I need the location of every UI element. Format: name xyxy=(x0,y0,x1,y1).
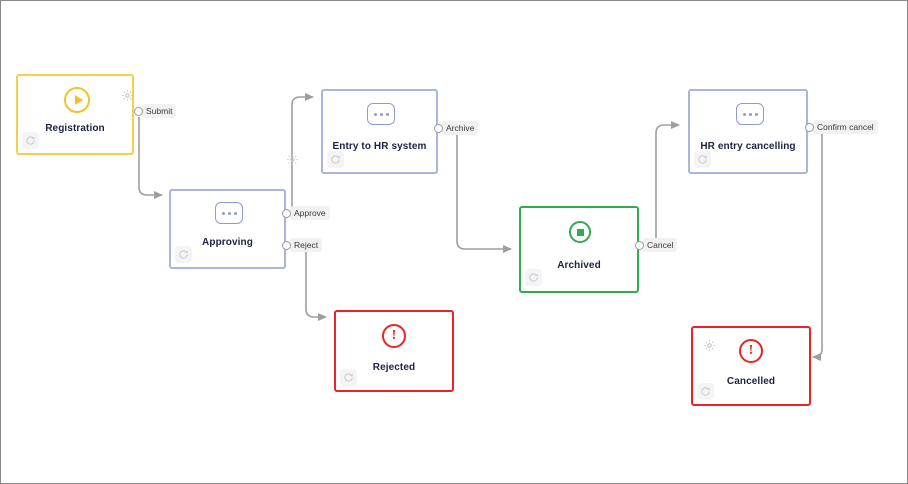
node-archived[interactable]: Archived xyxy=(519,206,640,297)
stop-icon xyxy=(569,221,591,243)
port-label-archive: Archive xyxy=(442,121,479,135)
edge-cancel-to-hr-cancelling xyxy=(655,121,680,245)
port-reject[interactable] xyxy=(282,241,291,250)
edge-confirm-cancel-to-cancelled xyxy=(812,131,823,361)
port-archive[interactable] xyxy=(434,124,443,133)
port-label-submit: Submit xyxy=(142,104,177,118)
gear-icon[interactable] xyxy=(703,339,716,352)
node-entry-to-hr-system[interactable]: Entry to HR system xyxy=(321,89,439,178)
dots-icon xyxy=(367,103,395,125)
port-label-cancel: Cancel xyxy=(643,238,678,252)
dots-icon xyxy=(215,202,243,224)
node-label: Registration xyxy=(45,123,105,134)
alert-icon: ! xyxy=(382,324,406,348)
node-label: Cancelled xyxy=(726,376,776,387)
node-hr-entry-cancelling[interactable]: HR entry cancelling xyxy=(688,89,809,178)
refresh-icon[interactable] xyxy=(340,369,357,386)
node-cancelled[interactable]: ! Cancelled xyxy=(691,326,812,410)
refresh-icon[interactable] xyxy=(175,246,192,263)
edge-reject-to-rejected xyxy=(305,246,327,321)
gear-icon[interactable] xyxy=(121,89,134,102)
port-label-approve: Approve xyxy=(290,206,330,220)
node-label: HR entry cancelling xyxy=(700,141,796,152)
play-icon xyxy=(64,87,90,113)
port-confirm-cancel[interactable] xyxy=(805,123,814,132)
port-cancel[interactable] xyxy=(635,241,644,250)
refresh-icon[interactable] xyxy=(525,269,542,286)
refresh-icon[interactable] xyxy=(327,151,344,168)
node-label: Approving xyxy=(202,237,253,248)
edge-archive-to-archived xyxy=(456,133,512,253)
node-approving[interactable]: Approving xyxy=(169,189,287,273)
node-label: Rejected xyxy=(372,362,416,373)
port-label-reject: Reject xyxy=(290,238,323,252)
port-label-confirm-cancel: Confirm cancel xyxy=(813,120,878,134)
refresh-icon[interactable] xyxy=(697,383,714,400)
node-rejected[interactable]: ! Rejected xyxy=(334,310,455,396)
alert-icon: ! xyxy=(739,339,763,363)
dots-icon xyxy=(736,103,764,125)
gear-icon-approve-edge[interactable] xyxy=(286,153,299,166)
refresh-icon[interactable] xyxy=(22,132,39,149)
port-submit[interactable] xyxy=(134,107,143,116)
node-registration[interactable]: Registration xyxy=(16,74,135,159)
node-label: Entry to HR system xyxy=(332,141,427,152)
node-label: Archived xyxy=(557,260,601,271)
refresh-icon[interactable] xyxy=(694,151,711,168)
edge-approve-to-entry xyxy=(291,93,314,213)
port-approve[interactable] xyxy=(282,209,291,218)
edge-submit-to-approving xyxy=(138,117,163,199)
